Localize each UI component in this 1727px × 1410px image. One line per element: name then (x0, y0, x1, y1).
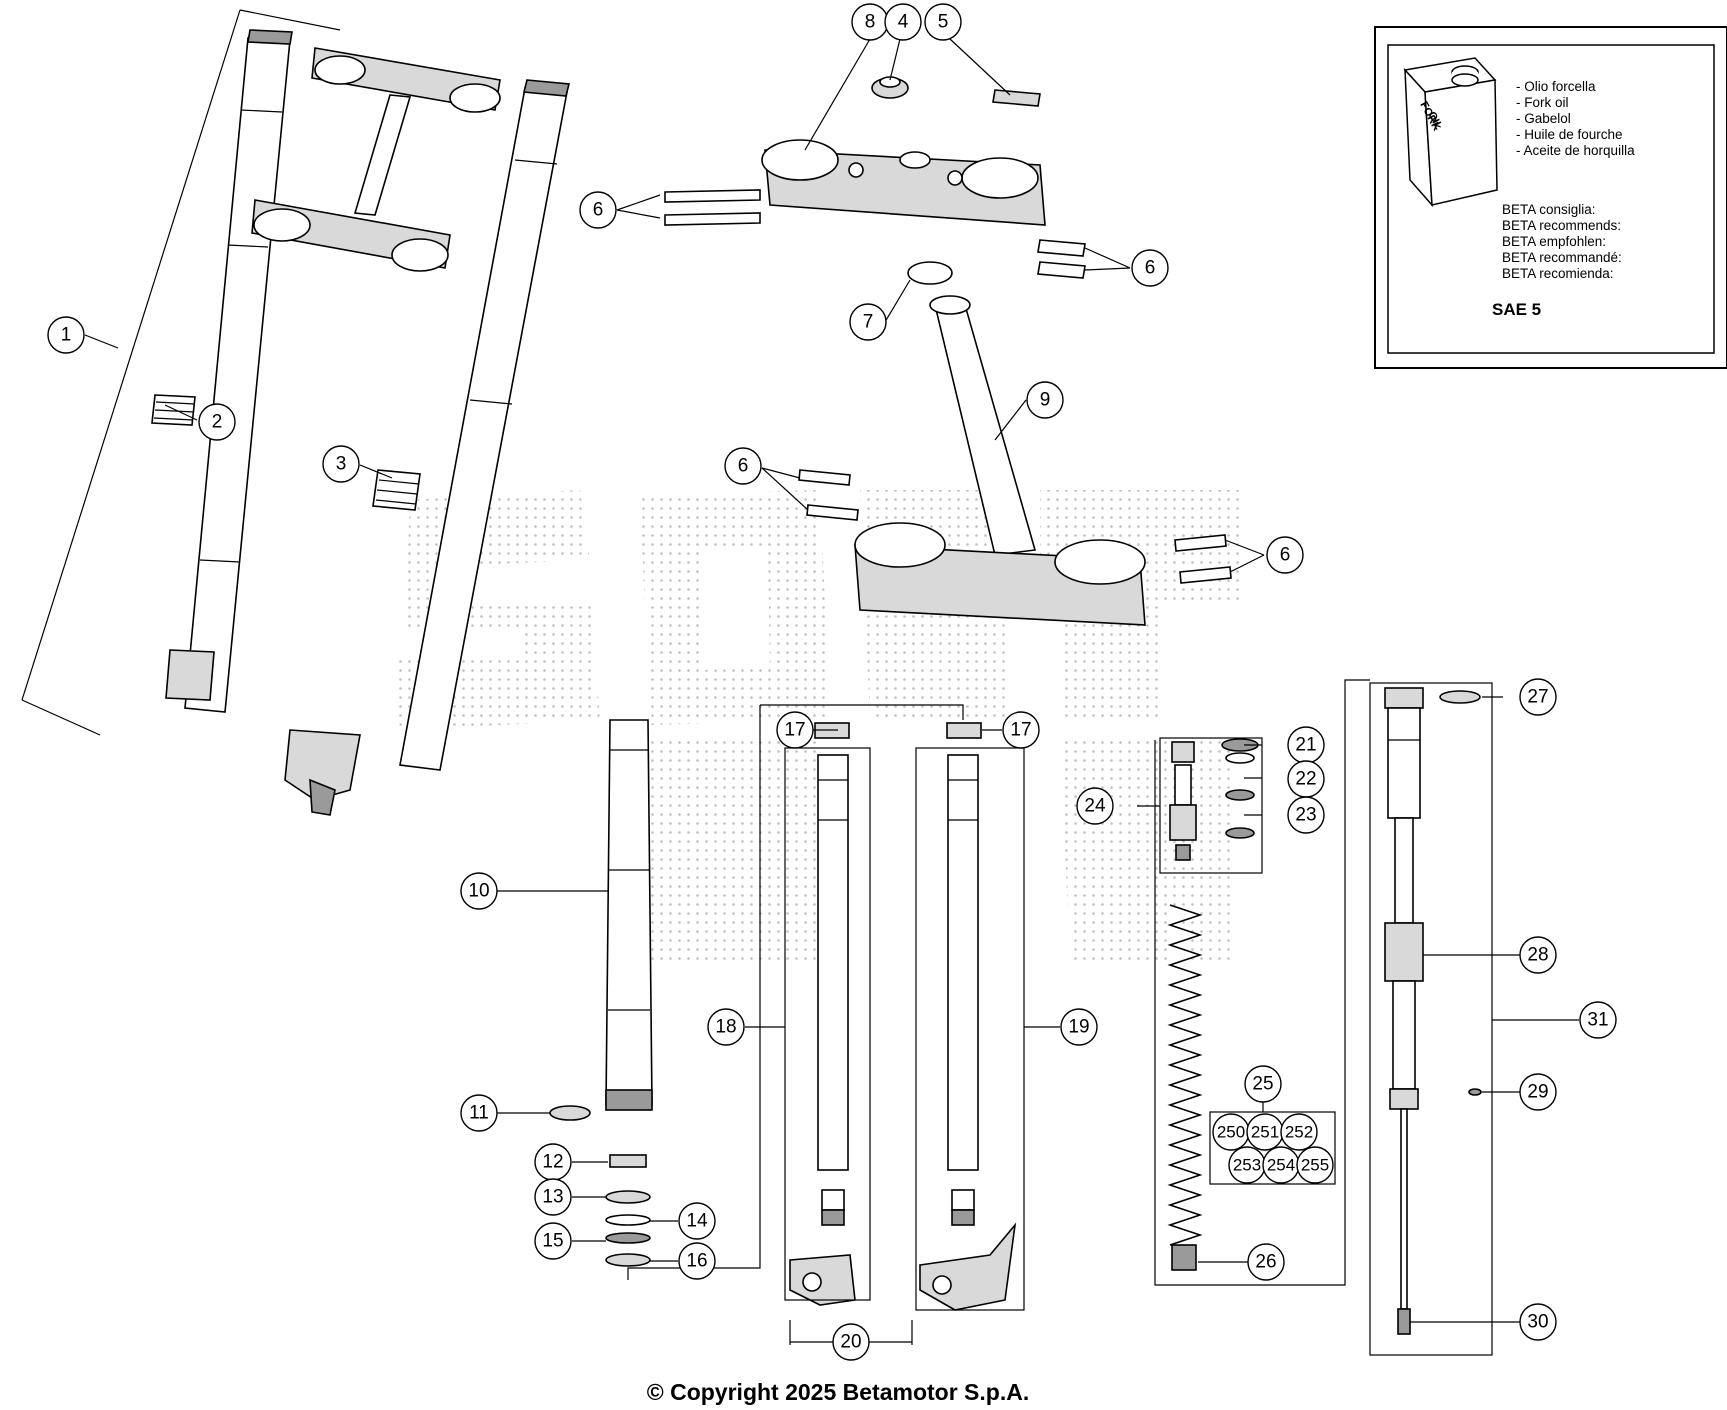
upper-triple-clamp (664, 76, 1086, 285)
recommends-it: BETA consiglia: (1502, 202, 1596, 217)
oil-name-it: - Olio forcella (1516, 79, 1596, 94)
callout-5: 5 (938, 12, 949, 33)
callout-252: 252 (1285, 1123, 1313, 1142)
callout-6c: 6 (738, 456, 749, 477)
callout-26: 26 (1255, 1252, 1276, 1273)
outer-tube-column (549, 719, 653, 1267)
oil-name-fr: - Huile de fourche (1516, 127, 1623, 142)
callout-16: 16 (686, 1251, 707, 1272)
callout-3: 3 (336, 454, 347, 475)
callout-17a: 17 (784, 720, 805, 741)
callout-6b: 6 (1145, 258, 1156, 279)
callout-leaders (84, 38, 1579, 1343)
callout-17b: 17 (1010, 720, 1031, 741)
fork-oil-info-box: FORK OIL - Olio forcella - Fork oil - Ga… (1374, 26, 1727, 369)
callout-10: 10 (468, 881, 489, 902)
inner-tube-18 (789, 722, 856, 1345)
copyright-notice: © Copyright 2025 Betamotor S.p.A. (647, 1379, 1029, 1405)
callout-21: 21 (1295, 735, 1316, 756)
callout-labels: 1 2 3 8 4 5 6 6 7 9 6 6 10 11 12 13 14 1… (47, 3, 1617, 1361)
callout-11: 11 (469, 1103, 489, 1124)
callout-20: 20 (840, 1332, 861, 1353)
triple-clamp-thumbnail (251, 47, 501, 272)
inner-tube-19 (911, 722, 1017, 1345)
fork-leg-left (21, 9, 341, 736)
oil-name-en: - Fork oil (1516, 95, 1569, 110)
callout-25: 25 (1252, 1074, 1273, 1095)
callout-18: 18 (715, 1017, 736, 1038)
callout-255: 255 (1301, 1156, 1329, 1175)
callout-13: 13 (542, 1187, 563, 1208)
callout-6a: 6 (593, 200, 604, 221)
callout-27: 27 (1527, 687, 1548, 708)
callout-6d: 6 (1280, 545, 1291, 566)
callout-12: 12 (542, 1152, 563, 1173)
callout-24: 24 (1084, 796, 1106, 817)
callout-250: 250 (1217, 1123, 1245, 1142)
callout-15: 15 (542, 1231, 563, 1252)
callout-31: 31 (1587, 1010, 1608, 1031)
callout-1: 1 (61, 325, 72, 346)
cartridge-assembly (1384, 687, 1482, 1335)
callout-8: 8 (865, 12, 876, 33)
callout-22: 22 (1295, 769, 1316, 790)
fork-leg-right (284, 79, 571, 816)
callout-30: 30 (1527, 1312, 1548, 1333)
callout-4: 4 (898, 12, 909, 33)
callout-251: 251 (1251, 1123, 1279, 1142)
callout-253: 253 (1233, 1156, 1261, 1175)
damper-valve-spring (1167, 738, 1259, 1271)
callout-14: 14 (686, 1211, 708, 1232)
callout-2: 2 (212, 412, 223, 433)
callout-23: 23 (1295, 805, 1316, 826)
callout-19: 19 (1068, 1017, 1089, 1038)
recommends-en: BETA recommends: (1502, 218, 1621, 233)
recommends-de: BETA empfohlen: (1502, 234, 1606, 249)
recommends-fr: BETA recommandé: (1502, 250, 1622, 265)
callout-7: 7 (863, 312, 874, 333)
steering-stem-lower-clamp (798, 295, 1232, 626)
callout-28: 28 (1527, 945, 1548, 966)
oil-name-es: - Aceite de horquilla (1516, 143, 1635, 158)
oil-grade: SAE 5 (1492, 300, 1541, 319)
recommends-es: BETA recomienda: (1502, 266, 1614, 281)
callout-254: 254 (1267, 1156, 1295, 1175)
callout-29: 29 (1527, 1082, 1548, 1103)
oil-name-de: - Gabelol (1516, 111, 1571, 126)
oil-can-icon: FORK OIL (1403, 57, 1498, 208)
callout-9: 9 (1040, 390, 1051, 411)
